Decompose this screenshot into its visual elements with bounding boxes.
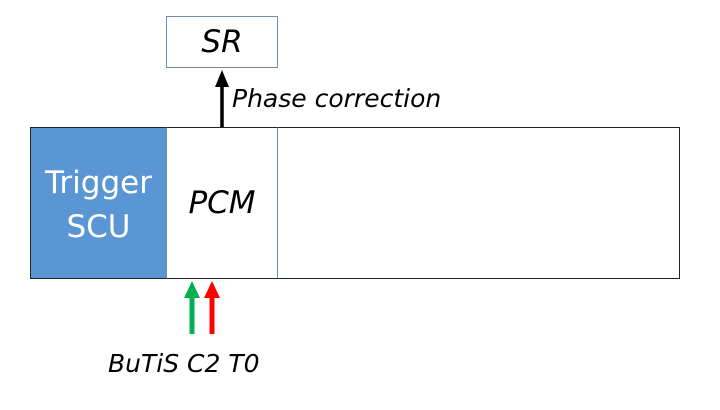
phase-correction-arrow	[215, 70, 229, 127]
red-input-arrow	[204, 281, 220, 334]
pcm-label: PCM	[188, 185, 256, 221]
pcm-box: PCM	[166, 127, 278, 279]
trigger-label-line2: SCU	[66, 209, 131, 245]
trigger-label-line1: Trigger	[45, 165, 152, 201]
butis-label: BuTiS C2 T0	[108, 349, 260, 378]
sr-label: SR	[201, 24, 243, 60]
phase-correction-label: Phase correction	[232, 84, 442, 113]
green-input-arrow	[184, 281, 200, 334]
sr-box: SR	[166, 16, 278, 68]
trigger-scu-box: Trigger SCU	[30, 127, 166, 279]
